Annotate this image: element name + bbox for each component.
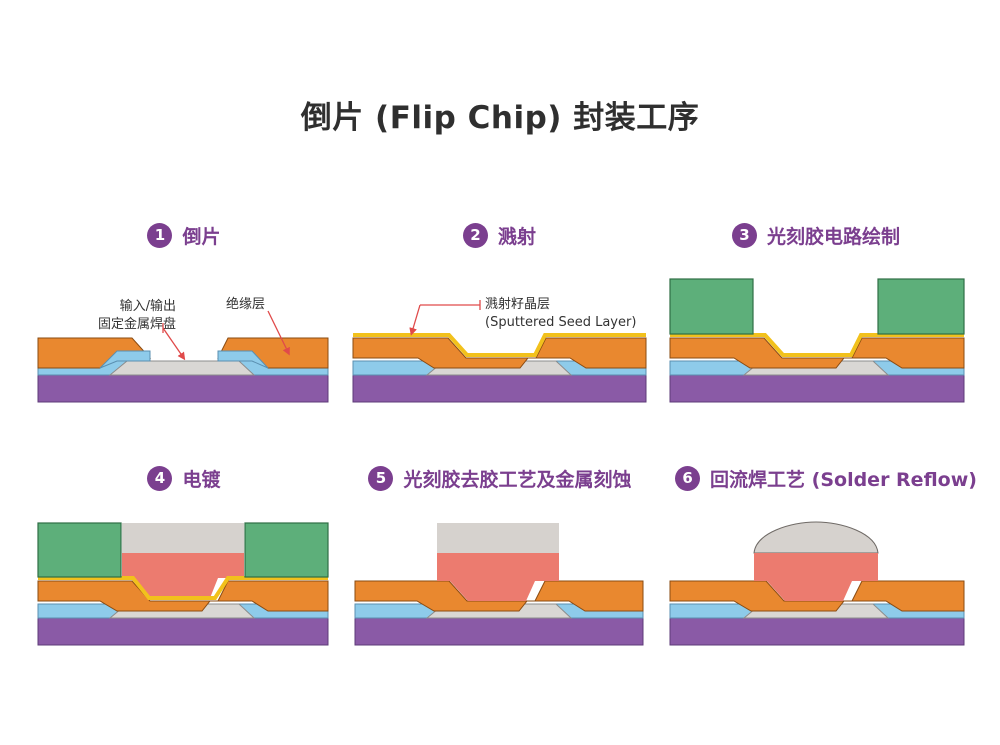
- solder-bump: [437, 553, 559, 601]
- step-2-label: 溅射: [497, 225, 536, 248]
- step-4-header: 4 电镀: [40, 461, 328, 495]
- photoresist-right: [877, 278, 965, 335]
- insulator: [37, 580, 329, 612]
- panel-1-layers: [37, 310, 329, 403]
- substrate-layer: [37, 374, 329, 403]
- panel-6-layers: [669, 521, 965, 646]
- step-6-number: 6: [675, 465, 701, 491]
- io-pad-line1: 输入/输出: [119, 299, 176, 314]
- substrate-layer: [354, 617, 644, 646]
- step-5-number: 5: [368, 465, 394, 491]
- page-title: 倒片 (Flip Chip) 封装工序: [300, 100, 700, 136]
- insulator: [669, 337, 965, 369]
- step-3-header: 3 光刻胶电路绘制: [668, 218, 964, 252]
- reflow-dome: [753, 521, 879, 554]
- cap-metal: [437, 523, 559, 553]
- seed-line2: (Sputtered Seed Layer): [485, 315, 637, 330]
- substrate-layer: [352, 374, 647, 403]
- insulation-annotation: 绝缘层: [226, 297, 266, 312]
- panel-2-layers: [352, 300, 647, 403]
- io-pad: [108, 360, 256, 376]
- seed-layer-annotation: 溅射籽晶层 (Sputtered Seed Layer): [485, 296, 636, 332]
- step-2-number: 2: [462, 222, 488, 248]
- step-3-number: 3: [731, 222, 757, 248]
- insulation-arrow: [267, 310, 290, 356]
- solder-bump: [754, 553, 878, 601]
- photoresist-left: [669, 278, 754, 335]
- step-1-label: 倒片: [182, 225, 221, 248]
- blue-step-left: [99, 350, 151, 369]
- panel-4-layers: [37, 522, 329, 646]
- seed-line1: 溅射籽晶层: [485, 297, 551, 312]
- solder-fill: [122, 553, 244, 598]
- photoresist-right: [244, 522, 329, 578]
- step-3-label: 光刻胶电路绘制: [766, 225, 900, 248]
- step-5-label: 光刻胶去胶工艺及金属刻蚀: [403, 468, 632, 491]
- cap-metal: [122, 523, 244, 553]
- substrate-layer: [669, 617, 965, 646]
- io-pad-arrow: [162, 327, 186, 361]
- step-4-label: 电镀: [182, 468, 221, 491]
- io-pad-line2: 固定金属焊盘: [97, 317, 176, 332]
- step-1-header: 1 倒片: [40, 218, 328, 252]
- seed-arrow: [409, 304, 421, 336]
- panel-5-layers: [354, 523, 644, 646]
- seed-layer: [670, 333, 964, 357]
- step-4-number: 4: [147, 465, 173, 491]
- seed-layer: [353, 333, 646, 357]
- panel-3-layers: [669, 278, 965, 403]
- photoresist-left: [37, 522, 122, 578]
- substrate-layer: [669, 374, 965, 403]
- insulator: [352, 337, 647, 369]
- blue-step-right: [217, 350, 269, 369]
- step-6-label: 回流焊工艺 (Solder Reflow): [710, 468, 977, 491]
- step-6-header: 6 回流焊工艺 (Solder Reflow): [668, 461, 984, 495]
- step-2-header: 2 溅射: [353, 218, 646, 252]
- seed-layer: [38, 576, 328, 600]
- step-1-number: 1: [147, 222, 173, 248]
- io-pad-annotation: 输入/输出 固定金属焊盘: [66, 298, 176, 334]
- step-5-header: 5 光刻胶去胶工艺及金属刻蚀: [340, 461, 660, 495]
- substrate-layer: [37, 617, 329, 646]
